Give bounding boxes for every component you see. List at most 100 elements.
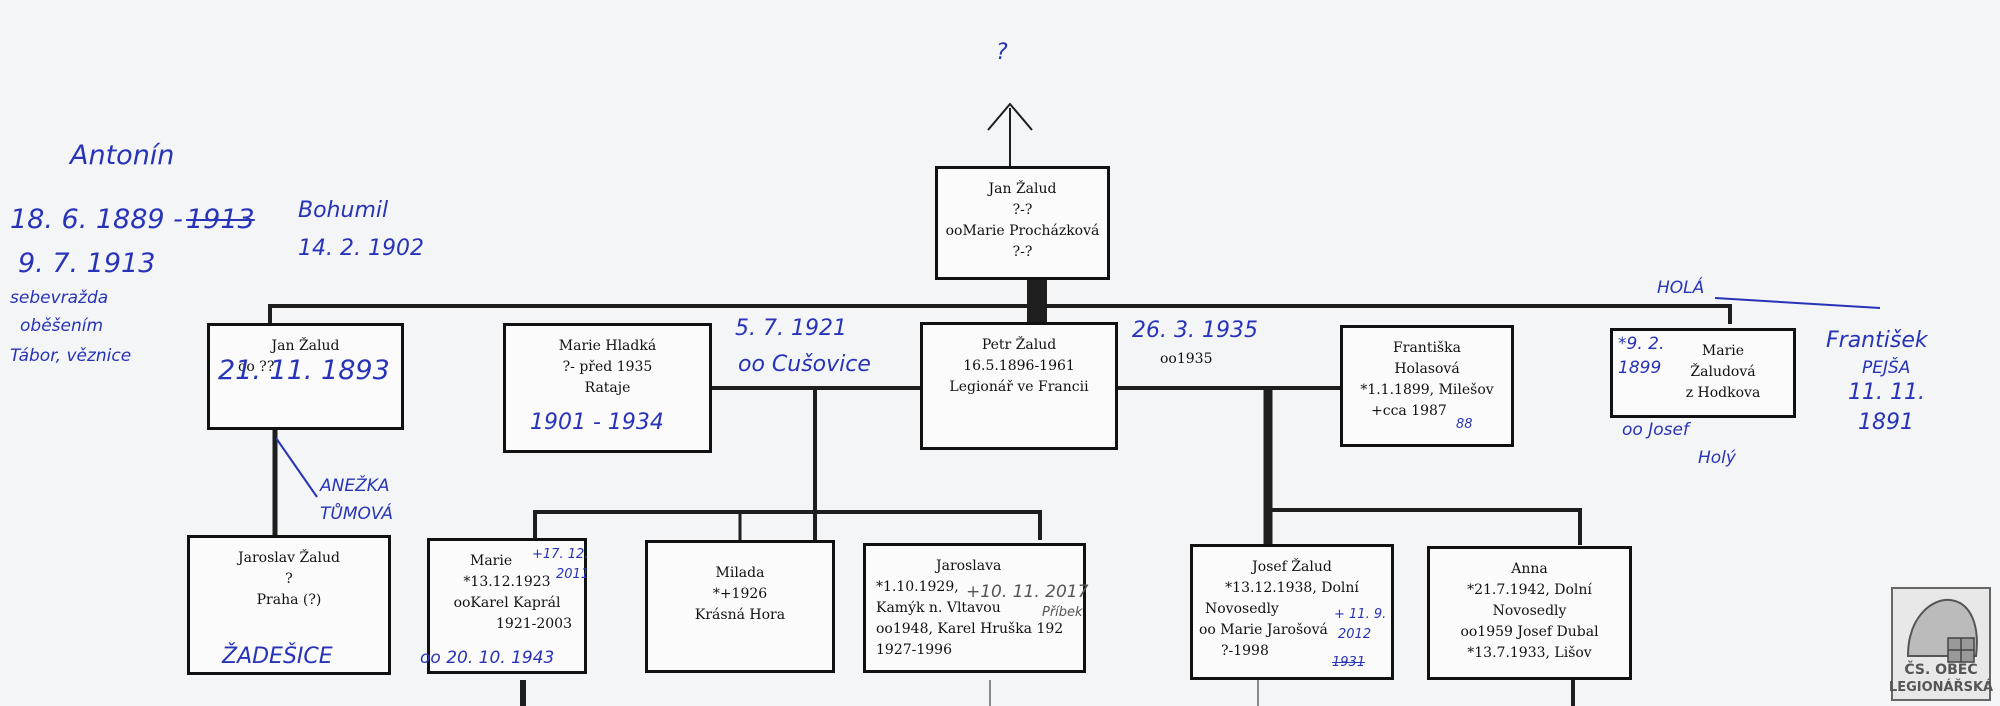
hw-marriage1-date: 5. 7. 1921 [735,316,847,341]
box-line: *13.7.1933, Lišov [1467,645,1592,661]
box-line: Marie [1701,343,1745,359]
hw-antonin-note3: Tábor, věznice [10,346,132,366]
box-jan-zalud: Jan Žalud oo ?? [207,323,404,430]
logo-text-line2: LEGIONÁŘSKÁ [1888,680,1994,695]
hw-aneska-1: ANEŽKA [320,476,390,496]
box-line: Legionář ve Francii [949,379,1089,395]
box-line: Anna [1511,561,1548,577]
aneska-pointer [275,437,318,498]
box-jaroslava: Jaroslava *1.10.1929, Kamýk n. Vltavou o… [863,543,1086,673]
box-line: Žaludová [1690,364,1756,380]
hw-jaroslava-death: +10. 11. 2017 [966,582,1089,602]
box-line: Holasová [1394,361,1460,377]
logo-text-line1: ČS. OBEC [1904,662,1978,678]
hw-jan-date: 21. 11. 1893 [218,355,390,386]
hw-bohumil: Bohumil [298,198,389,223]
box-jan-zalud-root: Jan Žalud ?-? ooMarie Procházková ?-? [935,166,1110,280]
first-marriage-children-bar [533,510,1042,540]
box-line: oo ?? [238,359,275,375]
hw-marriage1-place: oo Cušovice [738,352,871,377]
hw-frantisek-2: PEJŠA [1862,358,1911,378]
box-line: z Hodkova [1685,385,1761,401]
box-line: Jaroslava [936,558,1002,574]
hw-antonin-birth: 18. 6. 1889 - [10,204,183,235]
hw-aneska-2: TŮMOVÁ [320,504,393,524]
box-line: oo1959 Josef Dubal [1460,624,1599,640]
box-line: *1.1.1899, Milešov [1360,382,1494,398]
box-line: Marie [470,553,513,569]
box-line: ooKarel Kaprál [453,595,561,611]
box-line: Františka [1393,340,1461,356]
box-line: Jan Žalud [988,181,1057,197]
box-line: Rataje [584,380,631,396]
box-line: *13.12.1923 [463,574,551,590]
box-line: +cca 1987 [1371,403,1447,419]
box-line: 16.5.1896-1961 [963,358,1075,374]
box-marie-zaludova: Marie Žaludová z Hodkova [1610,328,1796,418]
marriage-oo1935: oo1935 [1160,351,1213,367]
hw-antonin-note2: oběšením [20,316,104,336]
hola-stroke [1714,297,1881,309]
box-line: Milada [715,565,765,581]
hw-antonin-struck: 1913 [186,204,255,235]
hw-frantiska-age: 88 [1456,417,1473,432]
box-line: Petr Žalud [981,337,1057,353]
hw-antonin-death: 9. 7. 1913 [18,248,156,279]
box-line: ooMarie Procházková [945,223,1100,239]
box-line: ?-? [1012,244,1033,260]
hw-marie-z-birth: *9. 2. [1618,334,1665,354]
up-arrow-head [987,102,1033,131]
question-mark-note: ? [996,40,1008,65]
hw-frantisek-3: 11. 11. [1848,380,1925,405]
box-line: ?- před 1935 [562,359,653,375]
hw-marie-z-spouse2: Holý [1698,448,1736,468]
box-line: ? [285,571,293,587]
box-line: Krásná Hora [694,607,786,623]
hw-hola: HOLÁ [1657,278,1705,298]
box-josef-zalud: Josef Žalud *13.12.1938, Dolní Novosedly… [1190,544,1394,680]
box-line: ?-1998 [1221,643,1269,659]
hw-jaroslava-place: Příbek [1042,605,1083,620]
box-line: ?-? [1012,202,1033,218]
box-line: *13.12.1938, Dolní [1225,580,1359,596]
box-jaroslav-zalud: Jaroslav Žalud ? Praha (?) [187,535,391,675]
box-frantiska-holasova: Františka Holasová *1.1.1899, Milešov +c… [1340,325,1514,447]
hw-frantisek-4: 1891 [1858,410,1914,435]
box-milada: Milada *+1926 Krásná Hora [645,540,835,673]
box-line: Novosedly [1205,601,1279,617]
box-line: Jan Žalud [271,338,340,354]
hw-josef-extra: 1931 [1332,655,1366,670]
box-line: *+1926 [712,586,768,602]
box-petr-zalud: Petr Žalud 16.5.1896-1961 Legionář ve Fr… [920,322,1118,450]
box-line: 1927-1996 [876,642,952,658]
box-line: 1921-2003 [496,616,572,632]
hw-antonin: Antonín [70,140,175,171]
box-line: oo Marie Jarošová [1199,622,1328,638]
box-line: *21.7.1942, Dolní [1467,582,1592,598]
box-line: Praha (?) [256,592,322,608]
box-line: Josef Žalud [1252,559,1332,575]
hw-marie-h-years: 1901 - 1934 [530,410,664,435]
hw-marie-c-death2: 2011 [556,567,590,582]
box-line: Novosedly [1492,603,1567,619]
hw-marriage2-date: 26. 3. 1935 [1132,318,1258,343]
sibling-bar [268,304,1732,324]
hw-josef-death2: 2012 [1338,627,1372,642]
second-marriage-children-bar [1268,508,1582,545]
hw-marie-c-marriage: oo 20. 10. 1943 [420,648,555,668]
box-line: oo1948, Karel Hruška 192 [876,621,1064,637]
box-anna: Anna *21.7.1942, Dolní Novosedly oo1959 … [1427,546,1632,680]
box-line: Jaroslav Žalud [238,550,340,566]
box-line: Marie Hladká [558,338,657,354]
box-line: *1.10.1929, [876,579,959,595]
hw-bohumil-date: 14. 2. 1902 [298,236,424,261]
box-marie-hladka: Marie Hladká ?- před 1935 Rataje [503,323,712,453]
hw-marie-c-death1: +17. 12. [532,547,589,562]
hw-frantisek-1: František [1826,328,1928,353]
hw-marie-z-spouse1: oo Josef [1622,420,1689,440]
box-marie-kapralova: Marie *13.12.1923 ooKarel Kaprál 1921-20… [427,538,587,674]
hw-marie-z-year: 1899 [1618,358,1662,378]
box-line: Kamýk n. Vltavou [876,600,1001,616]
legion-logo-icon [1891,587,1991,701]
hw-antonin-note1: sebevražda [10,288,109,308]
